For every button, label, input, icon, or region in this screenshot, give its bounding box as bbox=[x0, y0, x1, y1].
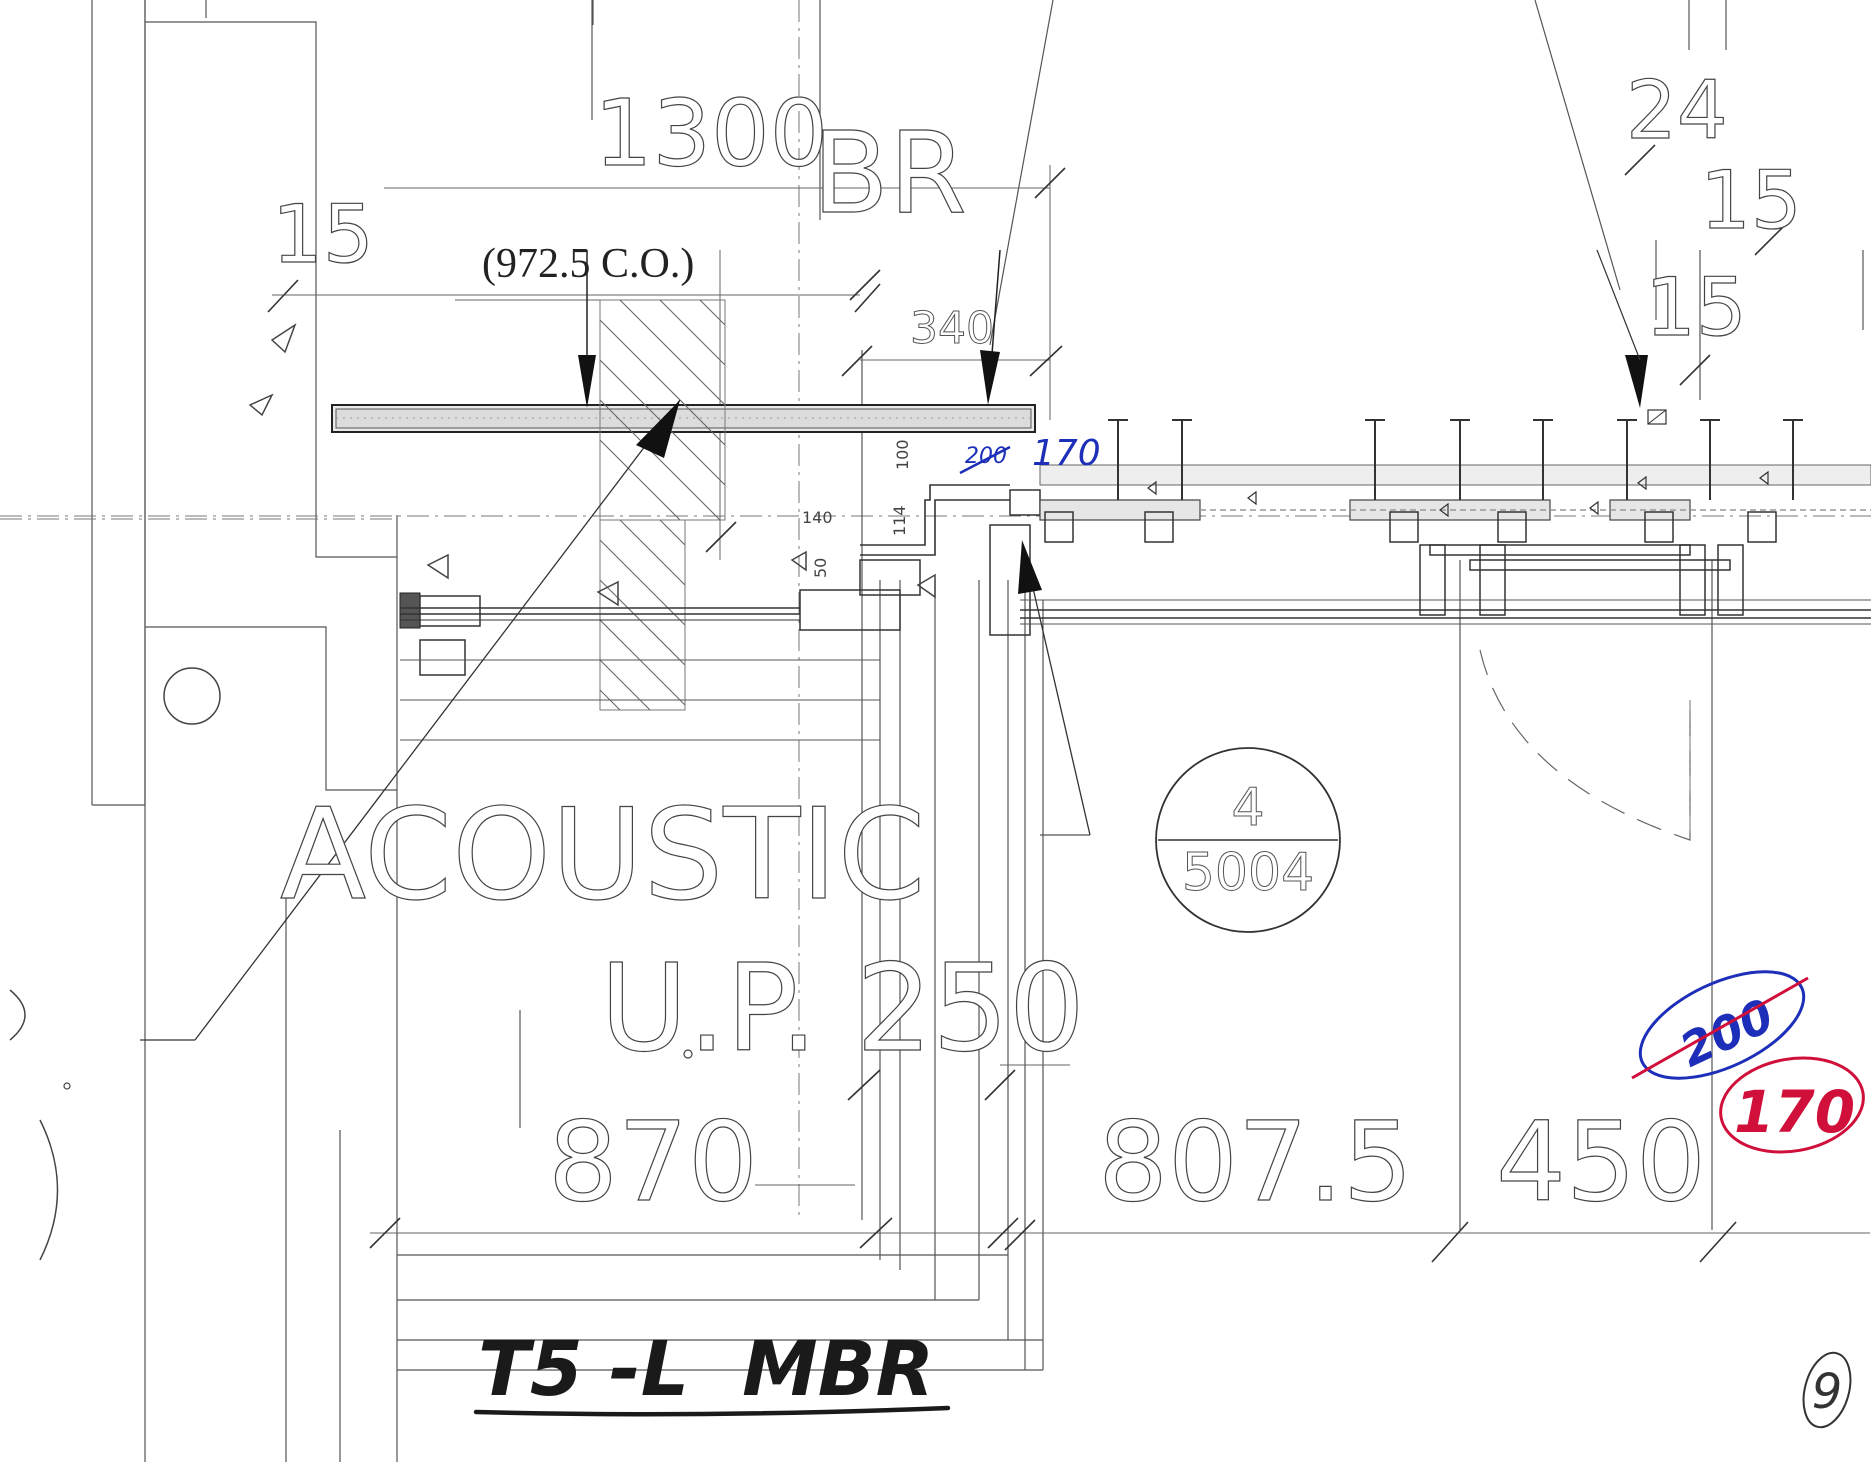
window-frame bbox=[399, 484, 1871, 741]
dim-15-right-a: 15 bbox=[1700, 154, 1802, 247]
dim-24: 24 bbox=[1626, 64, 1728, 157]
callout-top: 4 bbox=[1231, 778, 1264, 838]
leader-arrows bbox=[140, 249, 1648, 1041]
glass-pane bbox=[331, 404, 1036, 433]
dim-140: 140 bbox=[802, 508, 833, 527]
dim-870: 870 bbox=[548, 1098, 758, 1226]
red-new-value: 170 bbox=[1734, 1078, 1855, 1146]
blue-struck-value: 200 bbox=[965, 444, 1007, 469]
dim-100: 100 bbox=[893, 439, 912, 470]
room-label-br: BR bbox=[812, 109, 967, 239]
dimension-labels: 1300 15 24 15 15 340 870 807.5 450 140 1… bbox=[271, 63, 1802, 1226]
room-labels: BR ACOUSTIC U.P. 250 bbox=[279, 108, 1085, 1079]
dim-1300: 1300 bbox=[594, 80, 828, 187]
dim-15-left: 15 bbox=[272, 188, 374, 281]
dimension-lines bbox=[267, 144, 1870, 1263]
page-number: 9 bbox=[1812, 1364, 1843, 1420]
dim-340: 340 bbox=[910, 303, 994, 354]
symbols bbox=[9, 323, 936, 1261]
hatched-wall bbox=[599, 299, 726, 711]
blue-new-value: 170 bbox=[1032, 433, 1101, 474]
dim-450: 450 bbox=[1496, 1098, 1706, 1226]
dim-807-5: 807.5 bbox=[1098, 1098, 1413, 1226]
dim-114: 114 bbox=[890, 505, 909, 536]
detail-callout: 4 5004 bbox=[1155, 747, 1341, 933]
ceiling-assembly bbox=[1039, 409, 1871, 841]
markups: 200 170 200 170 T5 -L MBR 9 bbox=[473, 433, 1865, 1429]
cutout-label: (972.5 C.O.) bbox=[482, 241, 694, 287]
dim-15-right-b: 15 bbox=[1645, 261, 1747, 354]
dim-50: 50 bbox=[811, 558, 830, 578]
room-label-acoustic: ACOUSTIC bbox=[280, 781, 925, 928]
callout-bottom: 5004 bbox=[1182, 843, 1314, 903]
room-label-up250: U.P. 250 bbox=[600, 940, 1085, 1079]
drawing-title: T5 -L MBR bbox=[478, 1324, 934, 1413]
